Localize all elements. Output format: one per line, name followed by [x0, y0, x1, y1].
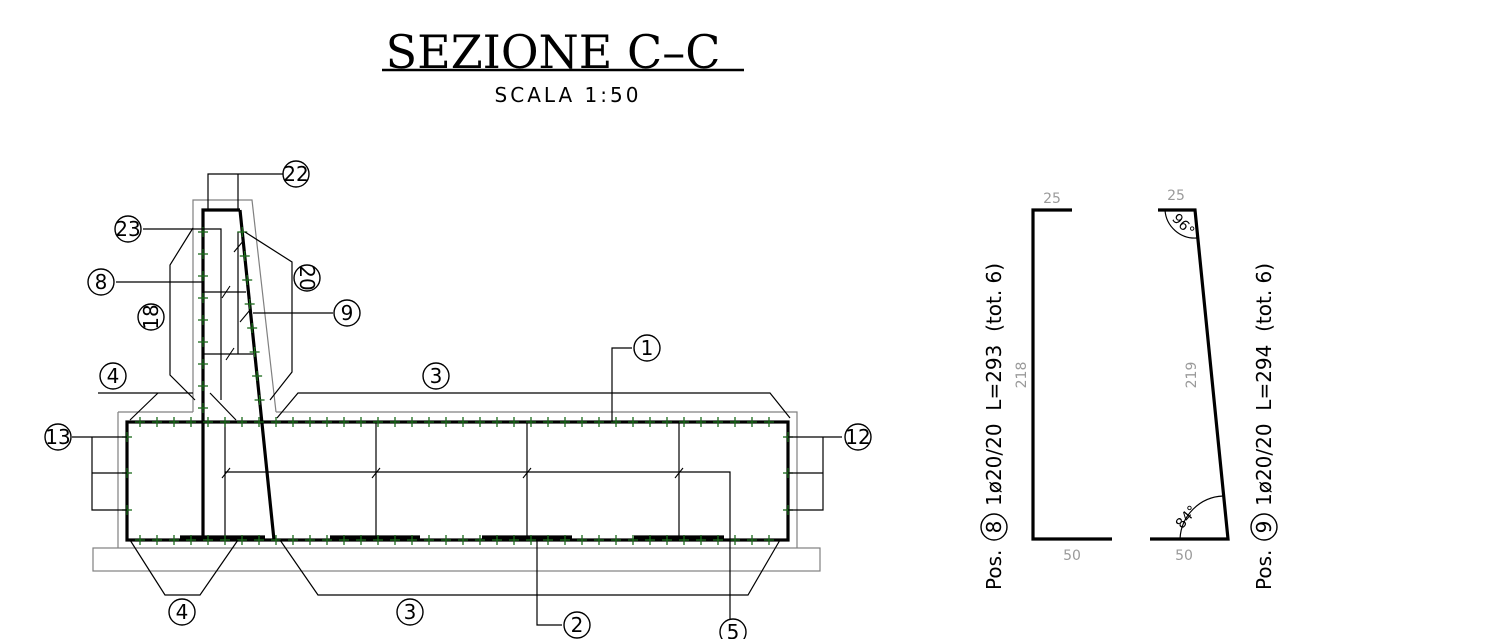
svg-text:12: 12 [845, 425, 870, 449]
svg-text:4: 4 [107, 364, 120, 388]
marker-3-bottom: 3 [396, 598, 424, 626]
svg-text:5: 5 [727, 620, 740, 639]
pos9-dim-vertical: 219 [1184, 362, 1200, 389]
pos9-spec: 1ø20/20 L=294 (tot. 6) [1252, 263, 1276, 506]
svg-text:22: 22 [283, 162, 308, 186]
pos8-dim-top: 25 [1043, 191, 1061, 207]
svg-text:3: 3 [404, 600, 417, 624]
marker-12: 12 [844, 423, 872, 451]
lean-concrete-slab [92, 547, 821, 572]
foundation-cage [125, 420, 790, 542]
pos9-dim-top: 25 [1167, 188, 1185, 204]
pos9-number-circle [1250, 513, 1278, 541]
svg-text:20: 20 [295, 265, 319, 290]
foundation-outline [117, 411, 798, 548]
marker-3-top: 3 [422, 362, 450, 390]
concrete-outline [92, 199, 821, 572]
pos9-bar-shape [1150, 208, 1230, 541]
pos8-dim-vertical: 218 [1014, 362, 1030, 389]
rebar-cross-marks [122, 227, 793, 545]
wall-outline [192, 199, 277, 413]
marker-4-top: 4 [99, 362, 127, 390]
svg-text:8: 8 [95, 270, 108, 294]
marker-1: 1 [633, 334, 661, 362]
marker-13: 13 [44, 423, 72, 451]
pos8-number-circle [980, 513, 1008, 541]
svg-text:4: 4 [176, 600, 189, 624]
pos9-dim-bottom: 50 [1175, 548, 1193, 564]
marker-9: 9 [333, 299, 361, 327]
marker-8: 8 [87, 268, 115, 296]
pos9-number: 9 [1252, 521, 1276, 534]
leader-lines [72, 173, 842, 626]
svg-text:9: 9 [341, 301, 354, 325]
marker-4-bottom: 4 [168, 598, 196, 626]
pos9-angle-arc-top [1164, 209, 1198, 239]
pos9-angle-arc-bottom [1179, 495, 1224, 540]
pos8-bar-shape [1031, 208, 1112, 541]
marker-18: 18 [137, 303, 165, 331]
svg-text:13: 13 [45, 425, 70, 449]
wall-bar-pos8 [201, 208, 240, 540]
svg-text:2: 2 [571, 613, 584, 637]
marker-23: 23 [114, 215, 142, 243]
marker-22: 22 [282, 160, 310, 188]
position-markers: 22 23 8 20 9 18 1 4 3 13 12 4 3 2 5 [44, 160, 872, 639]
pos8-number: 8 [982, 521, 1006, 534]
bar-schedule-pos9: Pos. 9 1ø20/20 L=294 (tot. 6) 96° 84° 25… [1150, 188, 1278, 590]
marker-5: 5 [719, 618, 747, 639]
marker-2: 2 [563, 611, 591, 639]
stirrups [203, 232, 684, 540]
main-rebars [125, 208, 790, 542]
svg-text:1: 1 [641, 336, 654, 360]
drawing-scale: SCALA 1:50 [495, 83, 642, 107]
pos8-label: Pos. [982, 550, 1006, 590]
pos9-angle-bottom: 84° [1173, 503, 1201, 532]
svg-text:18: 18 [139, 304, 163, 329]
bar-schedule-pos8: Pos. 8 1ø20/20 L=293 (tot. 6) 25 218 50 [980, 191, 1112, 590]
pos9-angle-top: 96° [1168, 211, 1197, 240]
pos8-spec: 1ø20/20 L=293 (tot. 6) [982, 263, 1006, 506]
svg-text:23: 23 [115, 217, 140, 241]
marker-20: 20 [293, 264, 321, 292]
pos9-label: Pos. [1252, 550, 1276, 590]
svg-text:3: 3 [430, 364, 443, 388]
pos8-dim-bottom: 50 [1063, 548, 1081, 564]
